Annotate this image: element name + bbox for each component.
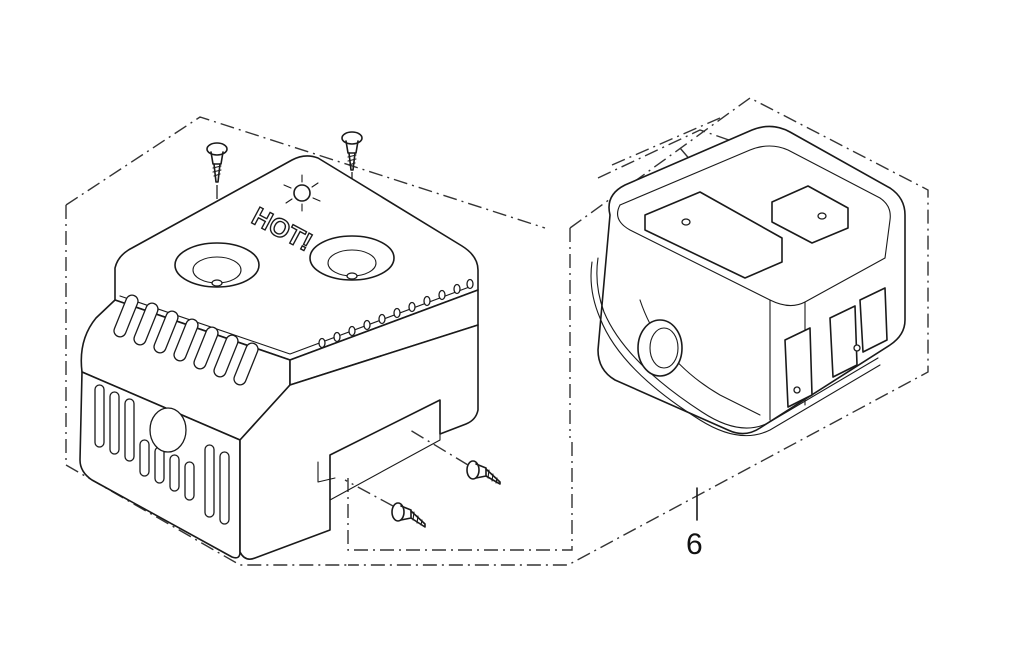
heat-warning-icon (283, 174, 321, 212)
vent-hole-row (318, 278, 474, 349)
screw-side-upper (466, 460, 501, 485)
muffler-heat-shield: HOT! (79, 155, 479, 560)
vertical-vent-slots (94, 384, 230, 525)
exhaust-outlet-hole (149, 407, 187, 453)
screw-top-right (341, 131, 363, 171)
slanted-vent-slots (113, 294, 259, 386)
muffler-body (590, 125, 906, 437)
part-number-callout: 6 (686, 528, 703, 561)
screw-top-left (206, 142, 228, 183)
screw-side-lower (391, 502, 426, 528)
muffler-inlet-pipe (637, 319, 683, 377)
